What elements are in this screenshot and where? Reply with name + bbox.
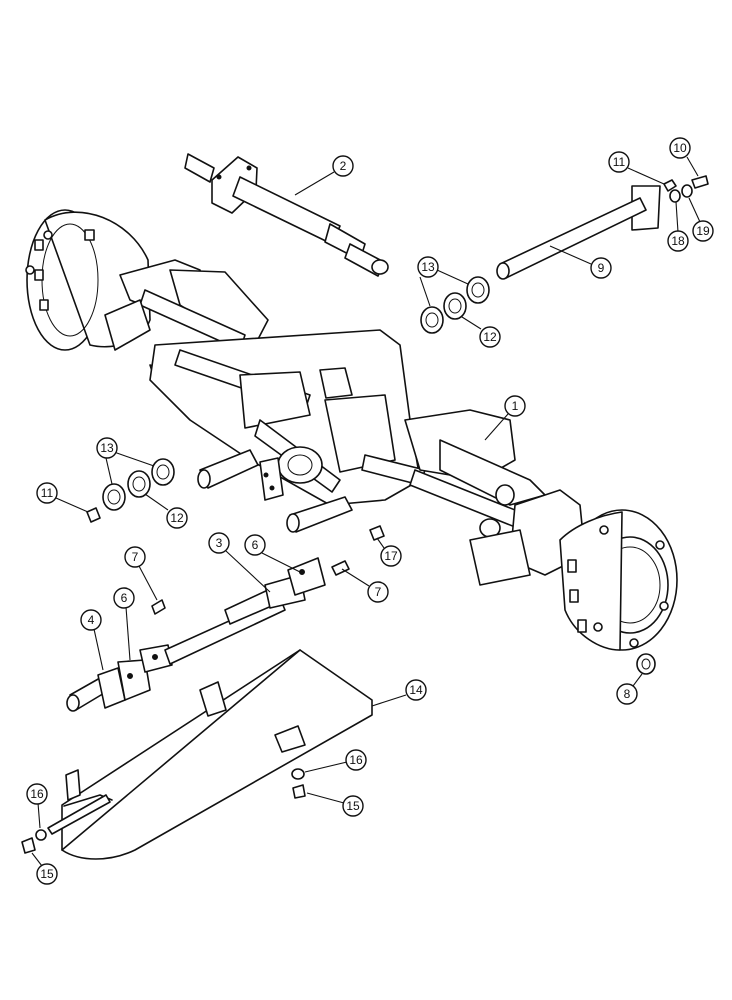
svg-text:4: 4 [88,613,95,627]
svg-text:3: 3 [216,536,223,550]
steering-cylinder [184,153,389,277]
callout: 16 [304,749,367,773]
shim-washers-upper [420,276,490,334]
svg-text:9: 9 [598,261,605,275]
svg-text:13: 13 [421,260,435,274]
svg-text:12: 12 [483,330,497,344]
svg-text:14: 14 [409,683,423,697]
callout: 19 [688,197,714,242]
svg-text:6: 6 [121,591,128,605]
svg-text:1: 1 [512,399,519,413]
drive-shaft [66,525,385,712]
callout: 15 [306,792,364,817]
axle-housing [25,209,678,651]
hub-nut [636,653,656,675]
svg-text:6: 6 [252,538,259,552]
svg-text:15: 15 [40,867,54,881]
svg-text:7: 7 [132,550,139,564]
callout: 3 [208,532,271,593]
callout: 14 [371,679,427,707]
callout: 16 [26,783,48,829]
callout: 2 [294,155,354,196]
shim-washers-lower [86,458,175,523]
callout: 15 [31,852,58,885]
callout: 6 [244,534,301,573]
callout: 8 [616,673,643,705]
callout: 18 [667,201,689,252]
callout: 11 [36,482,89,513]
callout: 9 [549,245,612,279]
svg-text:17: 17 [384,549,398,563]
svg-text:11: 11 [613,155,626,169]
svg-text:11: 11 [41,486,54,500]
callout: 4 [80,609,104,671]
svg-text:10: 10 [673,141,687,155]
callout: 10 [669,137,699,177]
callout: 7 [124,546,158,601]
svg-text:8: 8 [624,687,631,701]
shaft-guard [21,649,373,860]
rod-with-flange [496,175,709,280]
callout: 11 [608,151,665,185]
svg-text:19: 19 [696,224,710,238]
svg-text:15: 15 [346,799,360,813]
svg-text:13: 13 [100,441,114,455]
callout: 12 [461,316,501,348]
callout: 13 [96,437,155,485]
callout: 17 [376,537,402,567]
callout: 1 [484,395,526,441]
svg-text:7: 7 [375,585,382,599]
callout: 12 [144,493,188,529]
callout: 6 [113,587,135,661]
svg-text:16: 16 [349,753,363,767]
svg-text:18: 18 [671,234,685,248]
svg-text:2: 2 [340,159,347,173]
svg-text:16: 16 [30,787,44,801]
callout: 13 [417,256,469,307]
svg-text:12: 12 [170,511,184,525]
callout: 7 [341,568,389,603]
